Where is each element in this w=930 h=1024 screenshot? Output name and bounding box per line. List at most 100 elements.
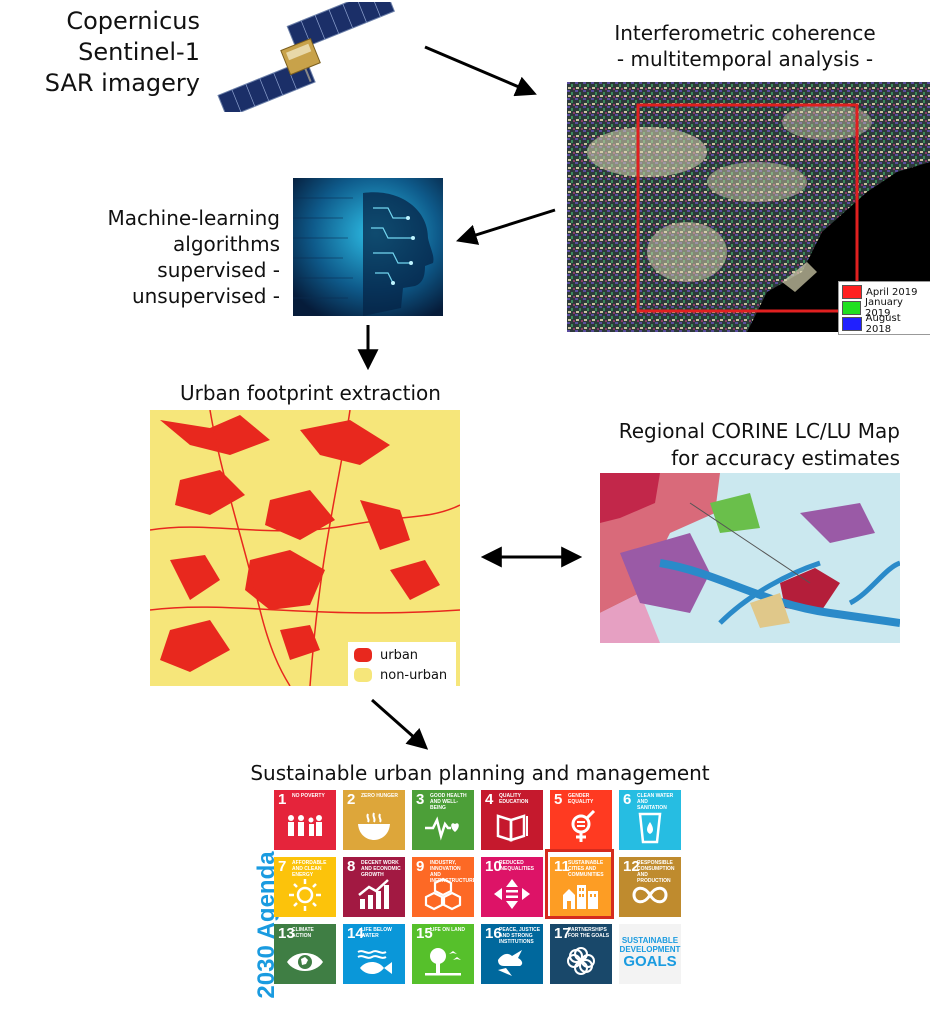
goal-number: 15 [416,925,433,942]
sdg-logo-line-1: SUSTAINABLE [621,936,679,945]
people-icon [288,815,322,836]
goal-text: DECENT WORK AND ECONOMIC GROWTH [361,860,401,878]
sdg-goal-15[interactable]: 15 LIFE ON LAND [412,924,474,984]
coherence-legend-item: August 2018 [842,313,928,335]
fish-icon [357,950,392,974]
goal-text: PARTNERSHIPS FOR THE GOALS [568,927,610,939]
heartbeat-icon [425,816,459,841]
goal-number: 1 [278,791,287,808]
urban-title: Urban footprint extraction [180,381,441,405]
goal-number: 7 [278,858,287,875]
tree-icon [425,948,461,976]
coherence-legend: April 2019 January 2019 August 2018 [838,281,930,335]
sdg-goal-7[interactable]: 7 AFFORDABLE AND CLEAN ENERGY [274,857,336,917]
sdg-goal-8[interactable]: 8 DECENT WORK AND ECONOMIC GROWTH [343,857,405,917]
goal-number: 16 [485,925,502,942]
goal-text: LIFE ON LAND [430,927,465,933]
goal-number: 8 [347,858,356,875]
ml-line-2: supervised - [157,258,280,282]
ai-head-image [293,178,443,316]
sdg-goal-10[interactable]: 10 REDUCED INEQUALITIES [481,857,543,917]
goal-text: ZERO HUNGER [361,793,398,799]
infinity-icon [632,886,668,904]
goal-number: 3 [416,791,425,808]
ml-line-3: unsupervised - [131,284,280,308]
sdg-goal-16[interactable]: 16 PEACE, JUSTICE AND STRONG INSTITUTION… [481,924,543,984]
goal-text: INDUSTRY, INNOVATION AND INFRASTRUCTURE [430,860,474,884]
corine-line-2: for accuracy estimates [671,446,900,470]
source-line-1: Copernicus [66,7,200,35]
sdg-11-highlight [545,849,614,919]
legend-label: January 2019 [865,297,903,319]
goal-number: 12 [623,858,640,875]
goal-text: QUALITY EDUCATION [499,793,529,805]
coherence-line-2: - multitemporal analysis - [616,47,874,71]
swatch-january-2019 [842,301,862,315]
sdg-goal-9[interactable]: 9 INDUSTRY, INNOVATION AND INFRASTRUCTUR… [412,857,474,917]
sdg-goal-3[interactable]: 3 GOOD HEALTH AND WELL-BEING [412,790,474,850]
sdg-goal-17[interactable]: 17 PARTNERSHIPS FOR THE GOALS [550,924,612,984]
ml-label: Machine-learning algorithms supervised -… [0,205,280,309]
sdg-logo: SUSTAINABLE DEVELOPMENT GOALS [619,924,681,984]
corine-map [600,473,900,643]
goal-number: 14 [347,925,364,942]
city-buildings-icon [563,885,598,909]
goal-number: 17 [554,925,571,942]
goal-number: 9 [416,858,425,875]
goal-text: REDUCED INEQUALITIES [499,860,535,872]
sdg-goal-11[interactable]: 11 SUSTAINABLE CITIES AND COMMUNITIES [550,857,612,917]
coherence-legend-item: April 2019 [842,284,928,300]
goal-number: 11 [554,858,570,875]
goal-text: GENDER EQUALITY [568,793,594,805]
goal-text: SUSTAINABLE CITIES AND COMMUNITIES [568,860,604,878]
sdg-goal-13[interactable]: 13 CLIMATE ACTION [274,924,336,984]
sdg-goal-2[interactable]: 2 ZERO HUNGER [343,790,405,850]
goal-text: NO POVERTY [292,793,325,799]
sdg-goal-6[interactable]: 6 CLEAN WATER AND SANITATION [619,790,681,850]
legend-label: non-urban [380,667,448,683]
gender-equality-icon [571,810,596,842]
urban-legend-item: urban [354,645,456,665]
ml-line-1: Machine-learning algorithms [107,206,280,256]
eye-globe-icon [287,953,323,971]
sdg-goal-12[interactable]: 12 RESPONSIBLE CONSUMPTION AND PRODUCTIO… [619,857,681,917]
legend-label: August 2018 [865,313,901,335]
planning-title: Sustainable urban planning and managemen… [250,761,710,785]
goal-number: 2 [347,791,356,808]
coherence-line-1: Interferometric coherence [614,21,876,45]
sdg-goal-4[interactable]: 4 QUALITY EDUCATION [481,790,543,850]
growth-chart-icon [358,879,389,909]
swatch-urban [354,648,372,662]
goal-text: LIFE BELOW WATER [361,927,392,939]
arrow-urban-to-planning [371,698,429,750]
book-icon [496,814,528,842]
source-line-2: Sentinel-1 [78,38,200,66]
legend-label: urban [380,647,419,663]
sun-icon [289,879,321,911]
cubes-icon [424,877,462,911]
urban-legend: urban non-urban [348,642,456,688]
goal-number: 13 [278,925,295,942]
source-line-3: SAR imagery [44,69,200,97]
dove-icon [498,950,523,976]
corine-line-1: Regional CORINE LC/LU Map [618,419,900,443]
goal-text: AFFORDABLE AND CLEAN ENERGY [292,860,327,878]
source-label: Copernicus Sentinel-1 SAR imagery [20,6,200,99]
sdg-goal-14[interactable]: 14 LIFE BELOW WATER [343,924,405,984]
swatch-august-2018 [842,317,862,331]
sdg-goal-1[interactable]: 1 NO POVERTY [274,790,336,850]
urban-footprint-map [150,410,460,686]
sdg-grid: 1 NO POVERTY 2 ZERO HUNGER 3 GOOD HEALTH… [274,790,686,990]
partnership-flower-icon [567,947,595,975]
coherence-legend-item: January 2019 [842,297,928,319]
inequality-arrows-icon [494,879,530,909]
goal-number: 4 [485,791,494,808]
sdg-goal-5[interactable]: 5 GENDER EQUALITY [550,790,612,850]
goal-number: 5 [554,791,563,808]
arrow-coherence-to-ml [455,208,556,245]
water-glass-icon [638,812,662,844]
goal-number: 10 [485,858,502,875]
coherence-label: Interferometric coherence - multitempora… [560,20,930,72]
goal-number: 6 [623,791,632,808]
